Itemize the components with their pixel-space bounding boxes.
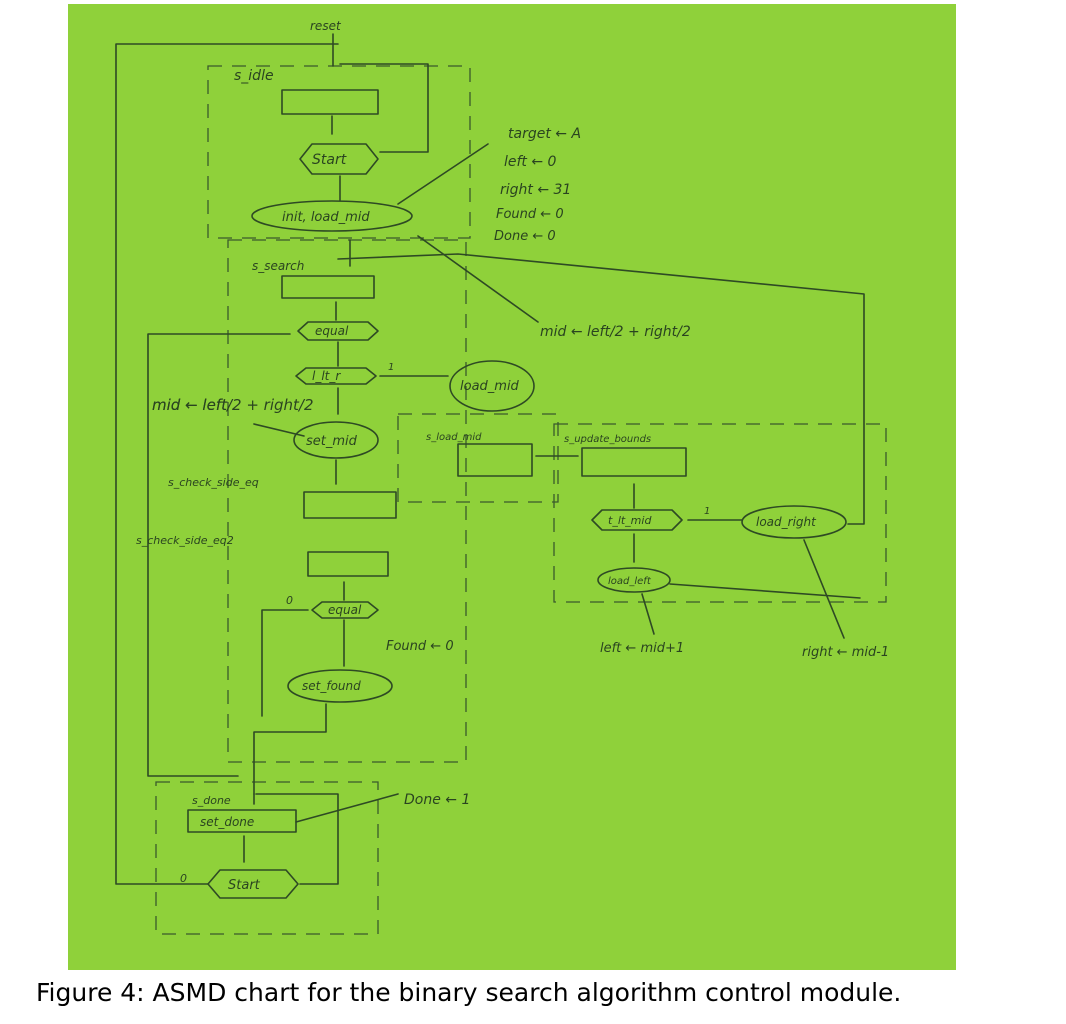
output-set-mid [293, 421, 379, 459]
state-s-load-mid-label: s_load_mid [426, 432, 482, 443]
output-set-mid-label: set_mid [306, 434, 358, 449]
reset-label: reset [310, 19, 342, 33]
annotation-mid-left: mid ← left/2 + right/2 [152, 396, 314, 414]
annotation-line [295, 793, 399, 823]
state-box-s-load-mid [457, 443, 533, 477]
annotation-init-line-2: left ← 0 [504, 154, 557, 170]
loop-line-left [115, 43, 339, 885]
decision-equal-2-label: equal [328, 603, 362, 617]
output-set-found [287, 669, 393, 703]
annotation-init-line-1: target ← A [508, 126, 581, 142]
output-init-load-mid-label: init, load_mid [282, 210, 370, 225]
asmd-diagram-photo: reset s_idle Start init, load_mid target… [68, 4, 956, 970]
block-s-done [155, 781, 379, 935]
annotation-left-update: left ← mid+1 [600, 641, 684, 656]
annotation-mid-eq: mid ← left/2 + right/2 [540, 324, 691, 340]
idle-loop-line [339, 63, 429, 153]
state-s-check-side-eq-label: s_check_side_eq [168, 476, 259, 489]
decision-start-1-label: Start [312, 152, 347, 168]
annotation-line [397, 143, 489, 205]
decision-t-lt-mid [591, 509, 683, 531]
state-s-search-label: s_search [252, 259, 304, 273]
annotation-line [417, 235, 539, 323]
annotation-done-one: Done ← 1 [404, 792, 470, 808]
annotation-init-line-5: Done ← 0 [494, 229, 556, 244]
output-load-mid-label: load_mid [460, 379, 520, 394]
load-left-line [669, 583, 861, 599]
output-set-done-label: set_done [200, 815, 254, 829]
decision-equal-2 [311, 601, 379, 619]
decision-t-lt-mid-label: t_lt_mid [608, 514, 652, 527]
branch-zero-label-2: 0 [180, 872, 187, 885]
branch-zero-label: 0 [286, 594, 293, 607]
output-load-mid [449, 360, 535, 412]
search-left-line [147, 333, 291, 777]
output-load-right [741, 505, 847, 539]
state-box-s-search [281, 275, 375, 299]
decision-start-2-label: Start [228, 878, 261, 893]
block-s-load-mid [397, 413, 559, 503]
block-s-search [227, 239, 467, 763]
line-to-done [253, 703, 327, 795]
annotation-mid-left: mid ← left [152, 396, 228, 414]
annotation-init-line-3: right ← 31 [500, 182, 571, 198]
decision-lt-r-label: l_lt_r [312, 369, 341, 383]
state-box-s-done [187, 809, 297, 833]
state-s-check-side-eq2-label: s_check_side_eq2 [136, 534, 234, 547]
annotation-line [803, 539, 845, 639]
decision-equal-1 [297, 321, 379, 341]
state-box-s-idle [281, 89, 379, 115]
annotation-init-line-4: Found ← 0 [496, 207, 564, 222]
annotation-found-zero: Found ← 0 [386, 639, 454, 654]
block-s-update-bounds [553, 423, 887, 603]
figure-caption: Figure 4: ASMD chart for the binary sear… [36, 978, 902, 1007]
decision-lt-r [295, 367, 377, 385]
annotation-right-update: right ← mid-1 [802, 645, 889, 660]
output-load-left-label: load_left [608, 576, 652, 587]
state-s-done-label: s_done [192, 794, 231, 807]
decision-start-1 [299, 143, 379, 175]
output-init-load-mid [251, 200, 413, 232]
state-box-s-update-bounds [581, 447, 687, 477]
branch-one-label-2: 1 [704, 506, 710, 517]
branch-one-label: 1 [388, 362, 394, 373]
decision-equal-1-label: equal [315, 324, 349, 338]
output-load-right-label: load_right [756, 515, 817, 529]
state-box-s-check-side-eq [303, 491, 397, 519]
decision-start-2 [207, 869, 299, 899]
zero-branch-line [261, 609, 309, 717]
state-box-s-check-side-eq2 [307, 551, 389, 577]
done-loop-line [255, 793, 339, 885]
search-return-line [337, 253, 865, 525]
state-s-update-bounds-label: s_update_bounds [564, 434, 651, 445]
state-s-idle-label: s_idle [234, 68, 274, 84]
output-load-left [597, 567, 671, 593]
annotation-line [641, 593, 655, 635]
block-s-idle [207, 65, 471, 239]
output-set-found-label: set_found [302, 679, 361, 693]
